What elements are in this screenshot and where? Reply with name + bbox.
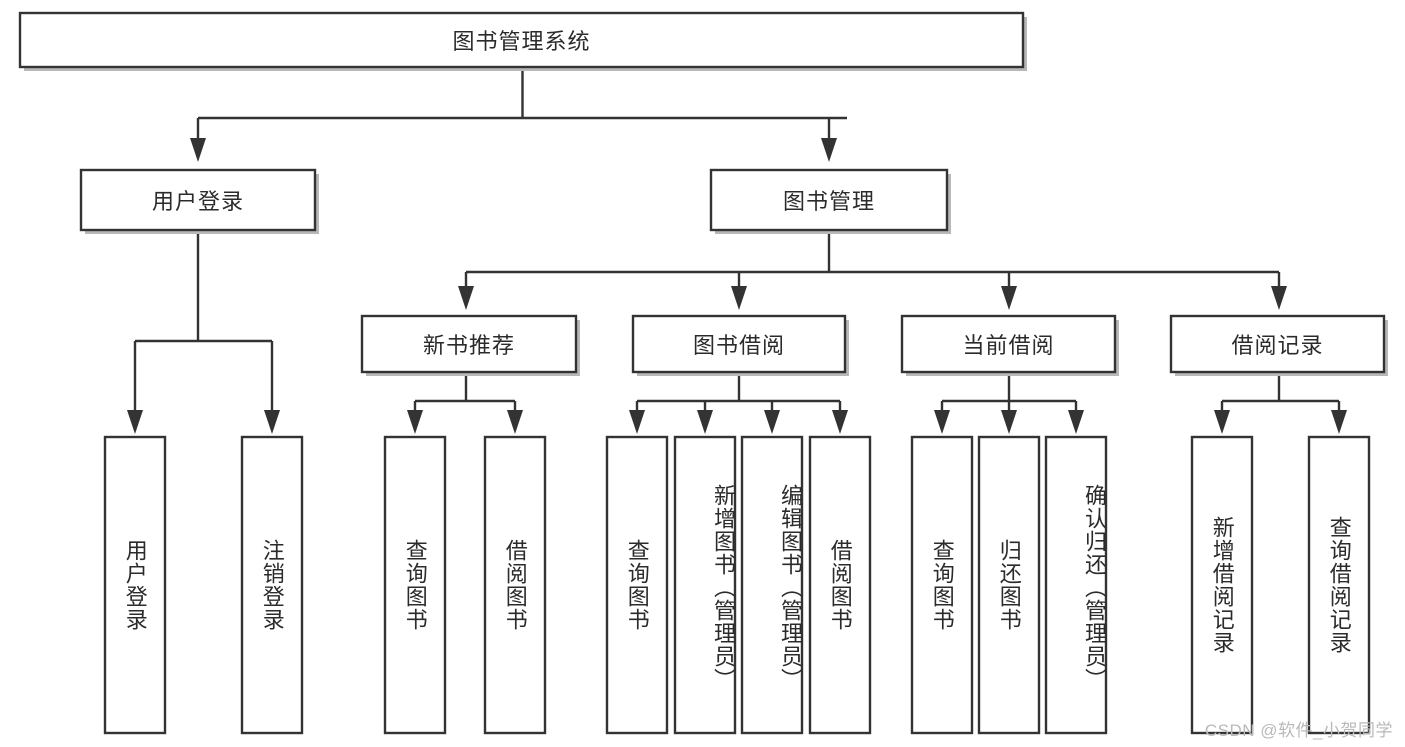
arrow-head-leaf-user-login <box>127 410 143 434</box>
leaf-box-return-book[interactable] <box>977 435 1041 735</box>
connector-group-current-borrow <box>934 374 1084 434</box>
arrow-head-leaf-borrow-book-1 <box>507 410 523 434</box>
leaf-box-query-book-2[interactable] <box>605 435 669 735</box>
leaf-box-query-book-1[interactable] <box>383 435 447 735</box>
leaf-box-query-book-3[interactable] <box>910 435 974 735</box>
arrow-head-leaf-add-record <box>1214 410 1230 434</box>
arrow-head-leaf-query-book-2 <box>629 410 645 434</box>
connector-group-book-borrow <box>629 374 848 434</box>
connector-group-new-book-recommend <box>407 374 523 434</box>
leaf-box-confirm-return[interactable] <box>1044 435 1108 735</box>
arrow-head-new-book-recommend <box>458 286 474 310</box>
arrow-head-book-borrow <box>731 286 747 310</box>
arrow-head-current-borrow <box>1001 286 1017 310</box>
arrow-head-leaf-confirm-return <box>1068 410 1084 434</box>
connector-group-borrow-record <box>1214 374 1347 434</box>
leaf-box-add-record[interactable] <box>1190 435 1254 735</box>
watermark-label: CSDN @软件_小贺同学 <box>1204 721 1393 740</box>
node-box-new-book-recommend[interactable] <box>360 314 578 374</box>
arrow-head-leaf-query-book-1 <box>407 410 423 434</box>
node-box-book-borrow[interactable] <box>631 314 847 374</box>
leaf-box-borrow-book-2[interactable] <box>808 435 872 735</box>
node-box-borrow-record[interactable] <box>1169 314 1386 374</box>
leaf-box-query-record[interactable] <box>1307 435 1371 735</box>
leaf-box-borrow-book-1[interactable] <box>483 435 547 735</box>
arrow-head-leaf-borrow-book-2 <box>832 410 848 434</box>
node-box-user-login[interactable] <box>79 168 317 232</box>
leaf-box-edit-book[interactable] <box>740 435 804 735</box>
arrow-head-leaf-logout-login <box>264 410 280 434</box>
connector-group-root <box>190 69 847 162</box>
arrow-head-leaf-add-book <box>697 410 713 434</box>
arrow-head-user-login <box>190 138 206 162</box>
arrow-head-leaf-edit-book <box>764 410 780 434</box>
node-box-book-management[interactable] <box>709 168 949 232</box>
arrow-head-leaf-query-record <box>1331 410 1347 434</box>
node-box-current-borrow[interactable] <box>900 314 1117 374</box>
leaf-box-logout-login[interactable] <box>240 435 304 735</box>
arrow-head-leaf-return-book <box>1001 410 1017 434</box>
arrow-head-borrow-record <box>1271 286 1287 310</box>
root-node-box[interactable] <box>18 11 1025 69</box>
leaf-box-add-book[interactable] <box>673 435 737 735</box>
connector-group-user-login <box>127 232 280 434</box>
arrow-head-leaf-query-book-3 <box>934 410 950 434</box>
connector-group-book-management <box>458 232 1287 310</box>
leaf-box-user-login[interactable] <box>103 435 167 735</box>
arrow-head-book-management <box>821 138 837 162</box>
